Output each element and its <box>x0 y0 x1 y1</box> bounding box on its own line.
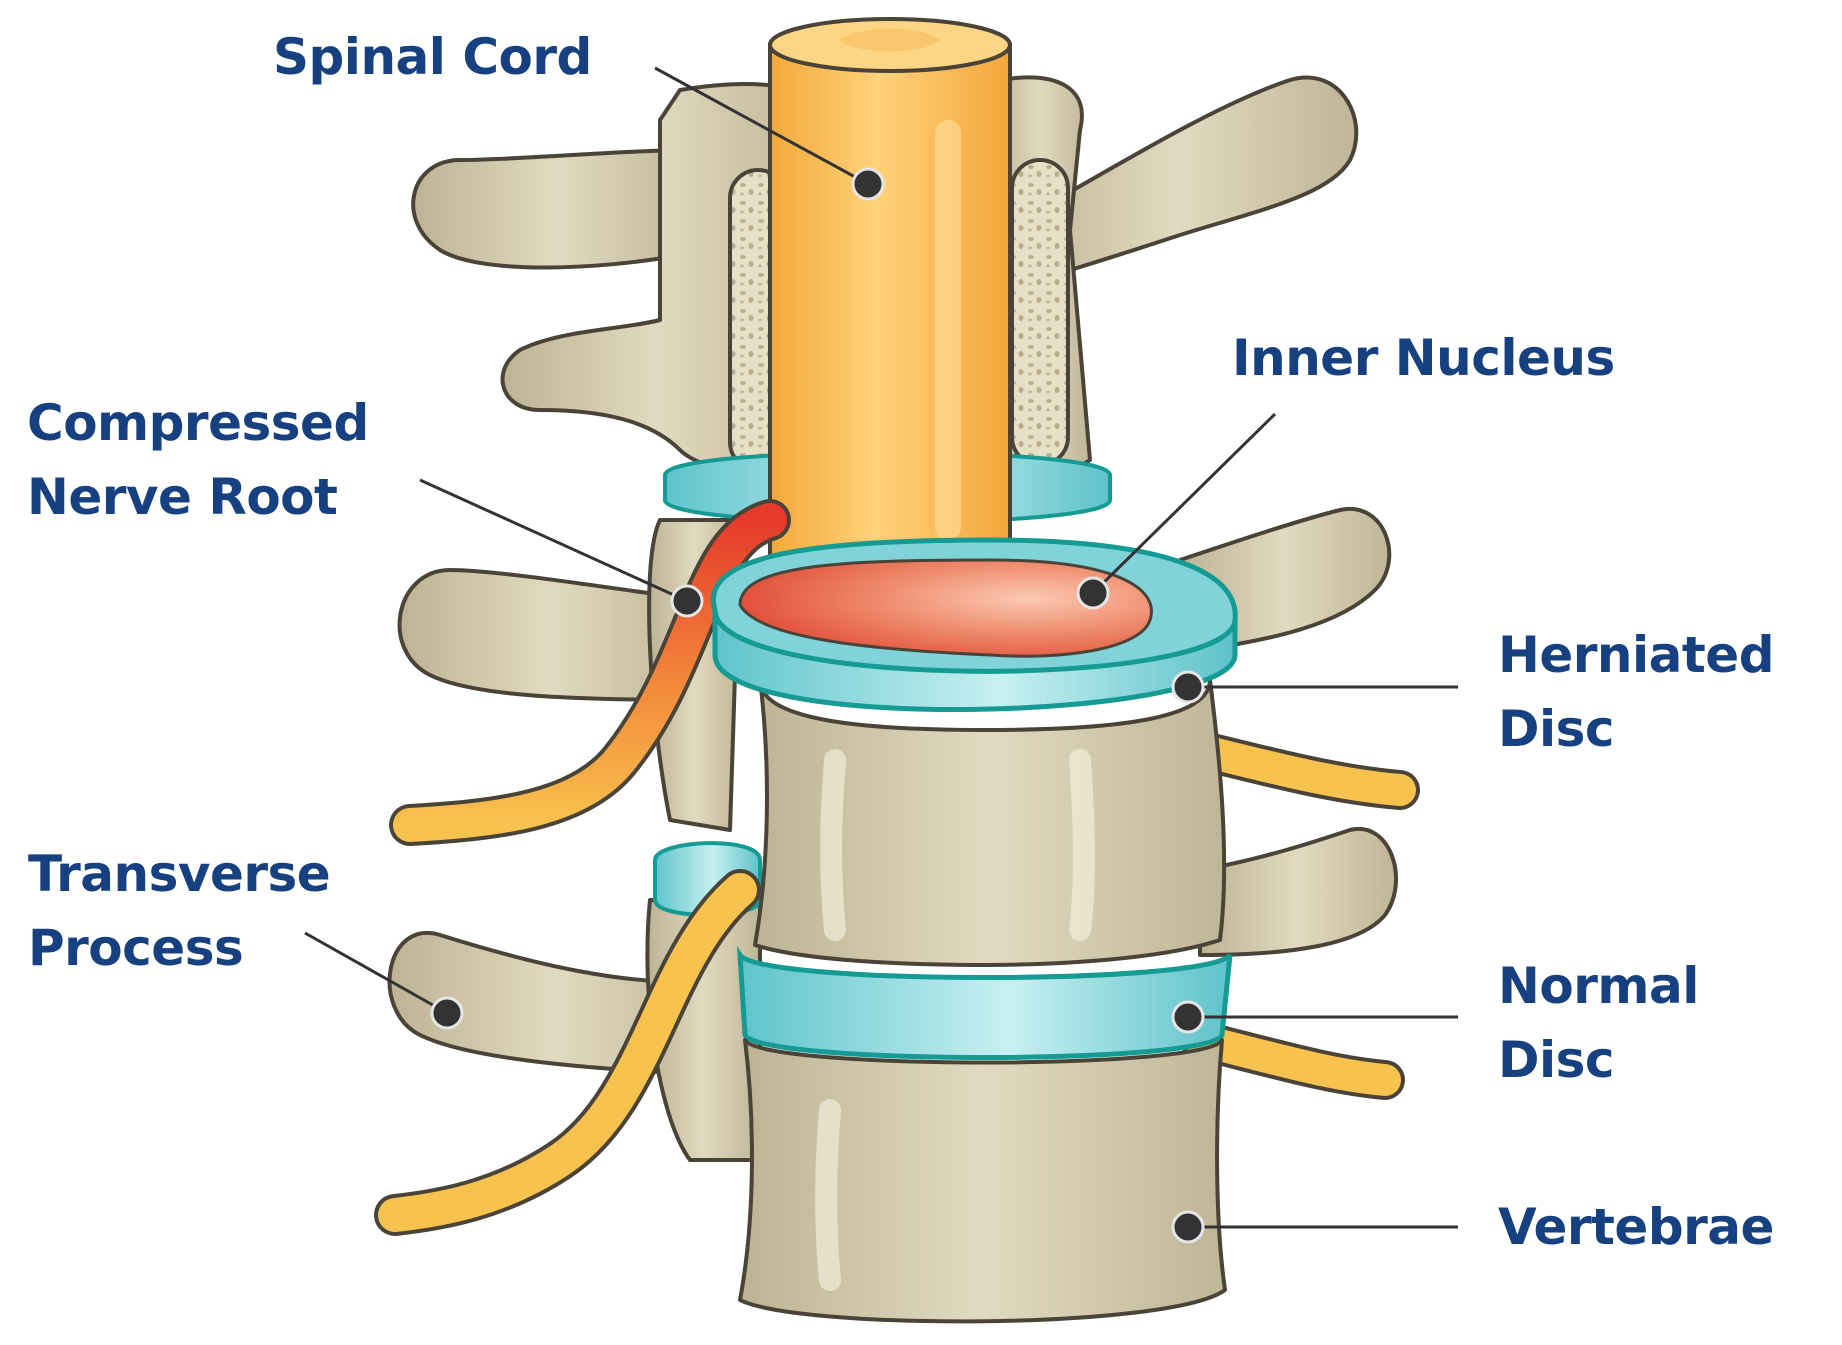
dot-herniated-disc <box>1171 670 1205 704</box>
lower-vertebral-body <box>738 1038 1227 1324</box>
dot-compressed-nerve <box>670 584 704 618</box>
leader-lines <box>304 66 1458 1229</box>
inner-nucleus-shape <box>738 558 1153 658</box>
leader-inner-nucleus <box>1091 412 1277 595</box>
dot-normal-disc <box>1171 1000 1205 1034</box>
upper-left-transverse-process <box>411 148 702 270</box>
normal-disc-shape <box>736 946 1233 1060</box>
label-vertebrae: Vertebrae <box>1498 1198 1774 1256</box>
leader-compressed-nerve <box>419 478 688 603</box>
spinal-cord-shape <box>768 17 1012 572</box>
middle-vertebral-body <box>753 678 1227 967</box>
lower-right-transverse-process <box>1198 826 1399 957</box>
dot-vertebrae <box>1171 1210 1205 1244</box>
label-herniated-disc: Herniated Disc <box>1498 626 1775 758</box>
middle-left-transverse-process <box>397 568 702 702</box>
label-inner-nucleus: Inner Nucleus <box>1232 329 1615 387</box>
label-normal-disc: Normal Disc <box>1498 957 1699 1089</box>
dot-transverse-process <box>430 996 464 1030</box>
right-facet-column <box>1010 158 1070 467</box>
right-nerve-root-lower-fill <box>1184 1024 1401 1096</box>
label-compressed-nerve-root: Compressed Nerve Root <box>27 394 369 526</box>
dot-spinal-cord <box>851 167 885 201</box>
label-transverse-process: Transverse Process <box>28 845 331 977</box>
leader-transverse-process <box>304 931 448 1015</box>
right-nerve-root-upper-fill <box>1184 734 1416 806</box>
leader-spinal-cord <box>654 66 869 186</box>
herniated-disc-shape <box>711 537 1238 712</box>
upper-right-transverse-process <box>998 75 1359 292</box>
dot-inner-nucleus <box>1076 576 1110 610</box>
label-spinal-cord: Spinal Cord <box>273 28 592 86</box>
